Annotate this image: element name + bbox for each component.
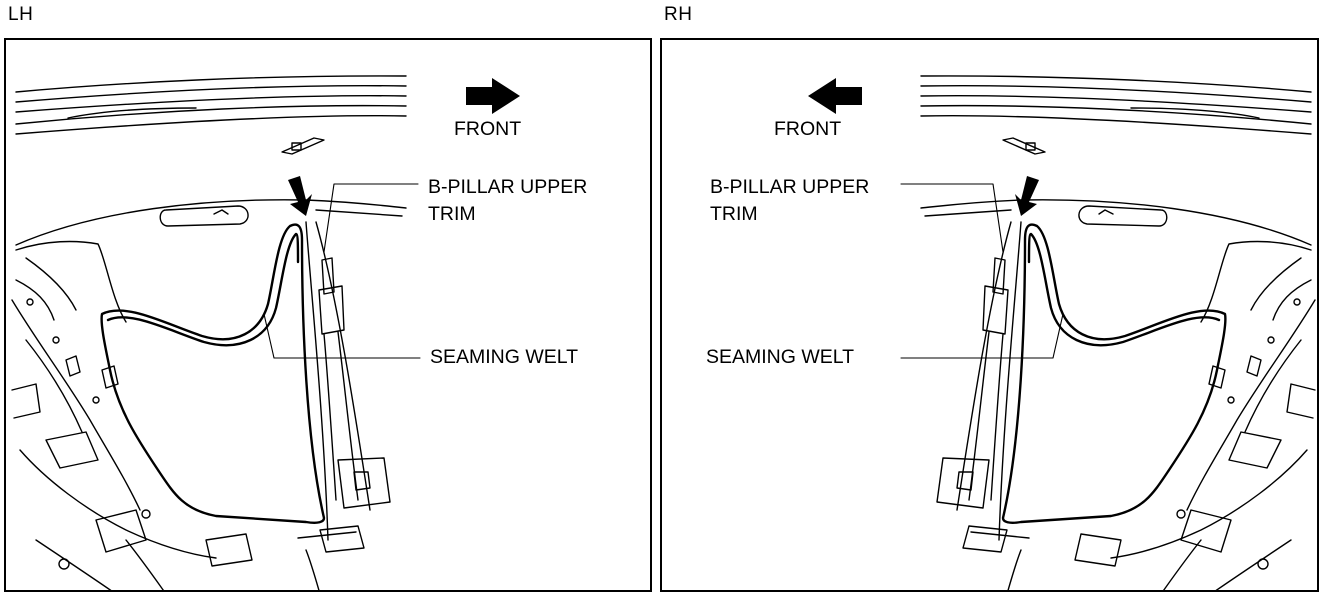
seaming-welt [100, 223, 326, 524]
front-arrow-icon [466, 78, 520, 114]
trim-pointer-arrow-icon [288, 176, 312, 216]
lh-front-label: FRONT [454, 118, 522, 140]
roof-lines [15, 75, 407, 135]
dome-lamp [1002, 137, 1046, 155]
leader-lines [263, 183, 421, 359]
left-structure [11, 240, 253, 590]
rh-side-label: RH [664, 4, 693, 25]
seaming-welt [1001, 223, 1227, 524]
rh-illustration [808, 75, 1316, 590]
lh-seaming-welt-callout: SEAMING WELT [430, 346, 579, 368]
rh-b-pillar-line1: B-PILLAR UPPER [710, 176, 870, 198]
leader-lines [900, 183, 1064, 359]
lh-b-pillar-line2: TRIM [428, 203, 476, 225]
lh-b-pillar-line1: B-PILLAR UPPER [428, 176, 588, 198]
rh-b-pillar-line2: TRIM [710, 203, 758, 225]
grab-handle [159, 205, 249, 227]
lh-panel: B-PILLAR UPPER TRIM SEAMING WELT FRONT [4, 38, 652, 592]
lh-illustration [11, 75, 520, 590]
lh-b-pillar-callout: B-PILLAR UPPER TRIM [428, 174, 587, 228]
rh-b-pillar-callout: B-PILLAR UPPER TRIM [710, 174, 869, 228]
rh-front-label: FRONT [774, 118, 842, 140]
dome-lamp [281, 137, 325, 155]
left-structure [1074, 240, 1316, 590]
b-pillar [297, 221, 391, 590]
rh-panel: B-PILLAR UPPER TRIM SEAMING WELT FRONT [660, 38, 1319, 592]
rh-seaming-welt-callout: SEAMING WELT [706, 346, 855, 368]
trim-pointer-arrow-icon [1015, 176, 1039, 216]
front-arrow-icon [808, 78, 862, 114]
b-pillar [936, 221, 1030, 590]
lh-side-label: LH [8, 4, 34, 25]
roof-lines [920, 75, 1312, 135]
grab-handle [1078, 205, 1168, 227]
